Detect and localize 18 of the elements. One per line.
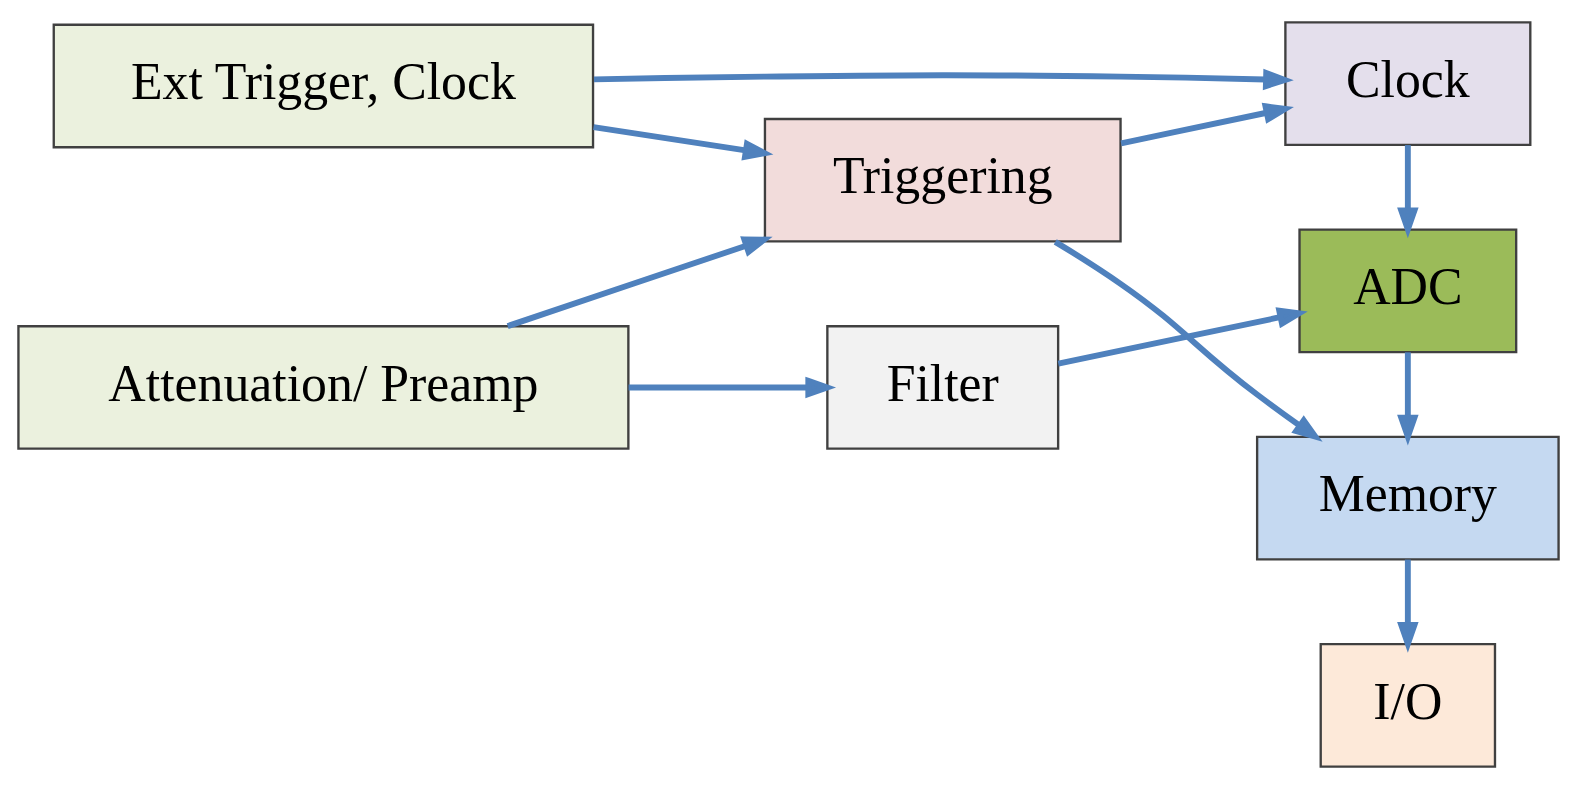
- arrow: [1053, 238, 1323, 442]
- node-box: Ext Trigger, Clock: [52, 23, 595, 148]
- arrow: [593, 68, 1294, 90]
- arrow: [1397, 559, 1419, 653]
- arrow: [1397, 351, 1419, 446]
- arrow: [1057, 306, 1308, 367]
- node-box: Clock: [1284, 20, 1532, 146]
- node-box: ADC: [1298, 227, 1518, 353]
- arrow: [628, 376, 837, 398]
- node-box: Attenuation/ Preamp: [17, 324, 630, 450]
- arrow: [593, 123, 774, 161]
- node-box: I/O: [1319, 642, 1497, 768]
- arrow: [506, 235, 773, 329]
- node-box: Filter: [826, 324, 1060, 450]
- arrow: [1120, 102, 1294, 146]
- node-box: Triggering: [763, 117, 1122, 243]
- node-box: Memory: [1255, 435, 1560, 561]
- arrow: [1397, 144, 1419, 238]
